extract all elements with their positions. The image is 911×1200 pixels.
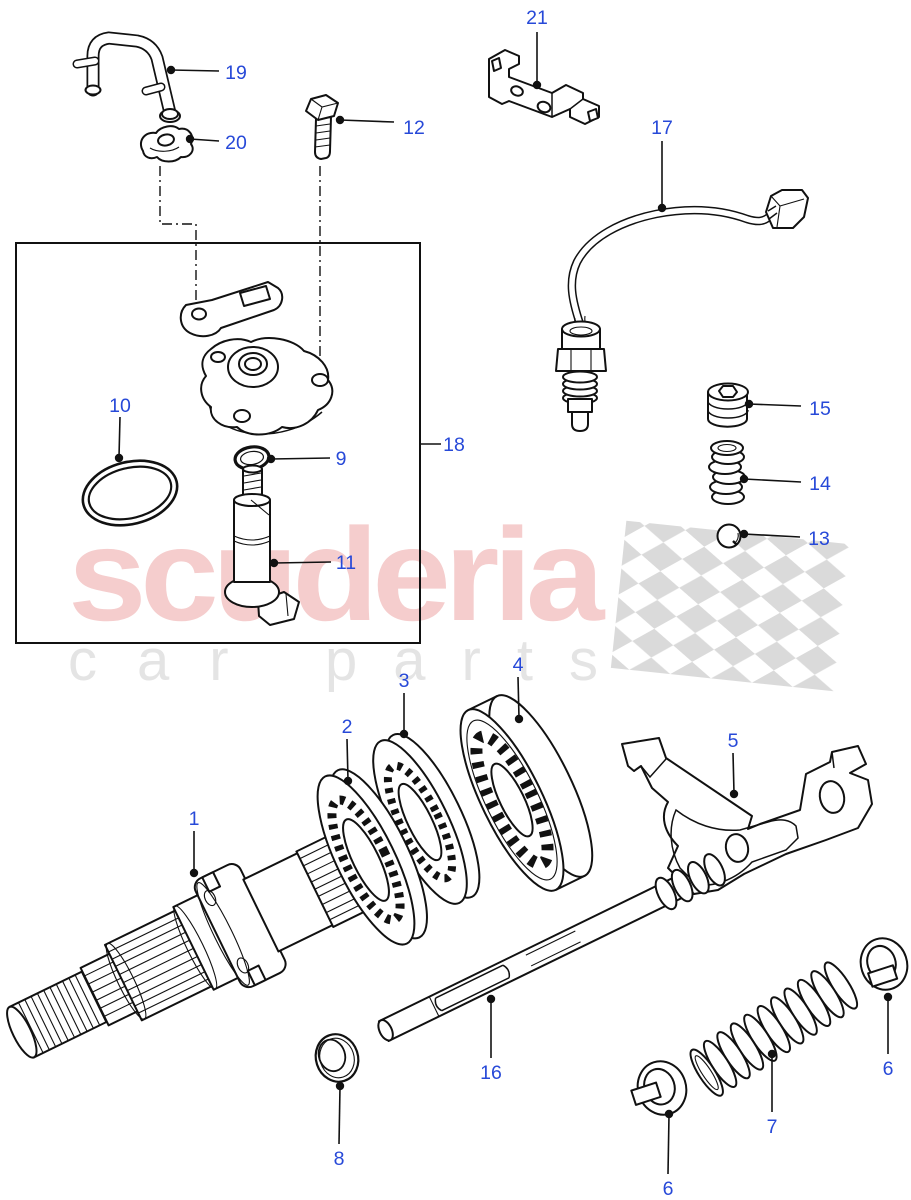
part-6-cup-right	[859, 937, 909, 991]
part-21-bracket	[488, 49, 600, 125]
callout-14-leader	[739, 474, 802, 484]
callout-7-leader	[767, 1049, 777, 1112]
watermark-layer: scuderia car parts	[68, 501, 850, 693]
part-12-bolt	[305, 94, 339, 160]
callout-1-leader	[189, 831, 199, 878]
callout-21-leader	[532, 32, 542, 90]
callout-label-20: 20	[225, 132, 247, 154]
callout-labels: 19 20 12 21 17 15 14 13 10 9 11 18 1 2 3…	[109, 7, 893, 1200]
part-1-mainshaft	[6, 821, 395, 1059]
callout-label-1: 1	[189, 808, 200, 830]
part-13-ball	[716, 523, 742, 549]
callout-label-11: 11	[336, 552, 356, 574]
leader-lines	[114, 32, 893, 1175]
part-17-switch-harness	[555, 189, 809, 432]
part-20-clamp	[139, 125, 194, 163]
callout-label-9: 9	[336, 448, 347, 470]
part-2-synchro-ring	[316, 768, 428, 946]
callout-label-6a: 6	[663, 1178, 674, 1200]
callout-label-7: 7	[767, 1116, 778, 1138]
part-10-o-ring	[81, 459, 179, 527]
callout-2-leader	[343, 738, 353, 786]
callout-3-leader	[399, 693, 409, 739]
checkered-flag-watermark	[610, 520, 850, 692]
callout-label-4: 4	[513, 654, 524, 676]
lever-arm	[179, 281, 284, 338]
part-18-kit	[81, 281, 334, 626]
part-7-spring	[689, 961, 859, 1097]
callout-5-leader	[729, 752, 739, 799]
part-14-spring	[708, 440, 746, 505]
callout-17-leader	[657, 141, 667, 213]
callout-6b-leader	[883, 992, 893, 1054]
callout-13-leader	[739, 529, 801, 539]
callout-4-leader	[514, 676, 524, 724]
callout-label-2: 2	[342, 716, 353, 738]
centerline-clamp-to-lever	[159, 166, 197, 306]
callout-6a-leader	[664, 1109, 674, 1175]
callout-15-leader	[744, 399, 802, 409]
callout-label-17: 17	[651, 117, 673, 139]
brand-watermark-text: scuderia	[68, 501, 606, 648]
part-6-cup-middle	[630, 1060, 688, 1116]
callout-label-10: 10	[109, 395, 131, 417]
callout-label-13: 13	[808, 528, 830, 550]
callout-20-leader	[185, 134, 220, 144]
part-19-pipe	[72, 31, 181, 123]
callout-9-leader	[266, 454, 331, 464]
part-8-bush	[314, 1033, 360, 1083]
callout-label-14: 14	[809, 473, 831, 495]
callout-label-3: 3	[399, 670, 410, 692]
callout-label-16: 16	[480, 1062, 502, 1084]
callout-label-15: 15	[809, 398, 831, 420]
callout-11-leader	[269, 558, 332, 568]
caption-watermark-word1: car	[68, 628, 269, 693]
callout-label-12: 12	[403, 117, 425, 139]
part-4-hub-bearing	[459, 694, 594, 892]
callout-label-6b: 6	[883, 1058, 894, 1080]
callout-label-5: 5	[728, 730, 739, 752]
part-15-plug	[707, 382, 749, 428]
callout-19-leader	[166, 65, 220, 75]
callout-label-21: 21	[526, 7, 548, 29]
part-11-plunger	[224, 464, 300, 626]
callout-8-leader	[335, 1081, 345, 1145]
callout-12-leader	[335, 115, 395, 125]
cover-housing	[200, 337, 334, 436]
connector	[765, 189, 809, 229]
callout-label-19: 19	[225, 62, 247, 84]
part-5-shift-fork	[621, 737, 873, 895]
callout-label-18: 18	[443, 434, 465, 456]
callout-label-8: 8	[334, 1148, 345, 1170]
part-16-collar	[654, 853, 726, 911]
kit-box-outline	[15, 242, 421, 644]
callout-16-leader	[486, 994, 496, 1058]
switch-body	[555, 315, 607, 432]
callout-10-leader	[114, 416, 124, 463]
caption-watermark-word2: parts	[325, 628, 634, 693]
part-3-ring	[372, 733, 481, 905]
